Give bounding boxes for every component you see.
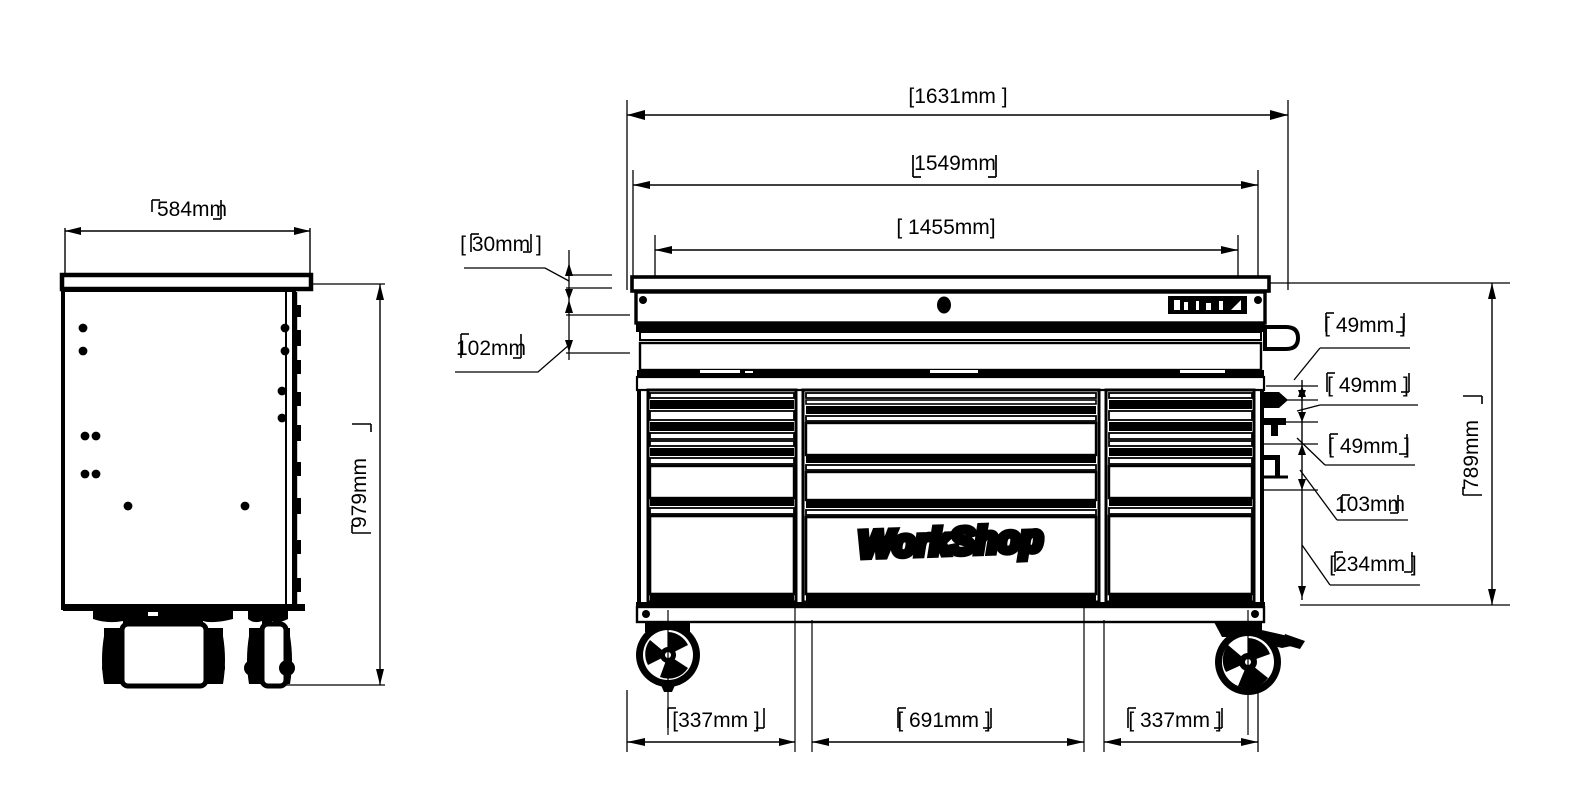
side-cabinet-body xyxy=(61,288,301,610)
front-elevation-view: WorkShop WorkShop xyxy=(630,275,1301,624)
right-bank-width-callout: [ 337mm ] xyxy=(1127,707,1223,732)
center-bank-width-callout: [ 691mm ] xyxy=(897,707,992,732)
fastener-dot xyxy=(280,346,290,356)
drawer-span-dimension: [ 1455mm] xyxy=(654,216,1239,290)
front-lid xyxy=(634,290,1267,325)
drawer-height-label-2: [ 49mm ] xyxy=(1327,374,1409,397)
side-worktop xyxy=(59,272,314,292)
cabinet-height-label: 789mm xyxy=(1460,420,1483,490)
side-bracket-details xyxy=(1264,392,1288,479)
body-width-label: 1549mm xyxy=(914,152,996,175)
caster-side-right xyxy=(244,610,295,689)
body-width-dimension: 1549mm xyxy=(632,152,1259,290)
side-height-dimension: 979mm xyxy=(283,283,385,686)
left-bank-width-callout: [337mm ] xyxy=(667,707,765,732)
fastener-dot xyxy=(639,296,647,304)
drawer-height-label-4: 103mm xyxy=(1335,493,1405,516)
side-handle xyxy=(1263,325,1301,351)
fastener-dot xyxy=(91,469,101,479)
front-top-dimensions: [1631mm ] 1549mm [ 1455mm] xyxy=(626,85,1289,290)
worktop-thickness-label: [ 30mm ] xyxy=(460,233,542,256)
right-drawer-bank xyxy=(1104,388,1256,604)
side-width-dimension: 584mm xyxy=(64,198,311,285)
fastener-dot xyxy=(240,501,250,511)
fastener-dot xyxy=(80,469,90,479)
drawer-height-callout-3: [ 49mm ] xyxy=(1296,433,1415,466)
fastener-dot xyxy=(78,346,88,356)
left-drawer-bank xyxy=(646,388,798,604)
drawer-height-callout-1: [ 49mm ] xyxy=(1293,312,1410,381)
fastener-dot xyxy=(277,413,287,423)
fastener-dot xyxy=(78,323,88,333)
drawer-span-label: [ 1455mm] xyxy=(896,216,995,239)
lid-knob xyxy=(937,296,951,314)
caster-front-left xyxy=(636,610,700,735)
fastener-dot xyxy=(1254,296,1262,304)
fastener-dot xyxy=(91,431,101,441)
fastener-dot xyxy=(1251,610,1259,618)
front-left-callouts: [ 30mm ] 102mm xyxy=(455,233,630,373)
fastener-dot xyxy=(80,431,90,441)
fastener-dot xyxy=(280,323,290,333)
drawer-height-callout-4: 103mm xyxy=(1299,469,1408,521)
right-bank-width-label: [ 337mm ] xyxy=(1128,709,1221,732)
front-right-callouts: [ 49mm ] [ 49mm ] [ 49mm ] xyxy=(1260,282,1510,606)
front-worktop xyxy=(630,275,1271,293)
drawer-height-label-3: [ 49mm ] xyxy=(1328,435,1410,458)
lid-height-callout: 102mm xyxy=(455,333,570,373)
side-elevation-view: 584mm 979mm xyxy=(59,198,385,689)
caster-front-right xyxy=(1214,610,1305,735)
fastener-dot xyxy=(123,501,133,511)
drawer-height-label-1: [ 49mm ] xyxy=(1324,314,1406,337)
fastener-dot xyxy=(642,610,650,618)
overall-width-label: [1631mm ] xyxy=(908,85,1007,108)
workshop-logo-text: WorkShop xyxy=(858,518,1044,565)
drawer-height-label-5: [234mm ] xyxy=(1329,553,1417,576)
fastener-dot xyxy=(277,386,287,396)
cabinet-height-dimension: 789mm xyxy=(1269,282,1510,606)
drawer-height-callout-5: [234mm ] xyxy=(1301,544,1420,586)
center-bank-width-label: [ 691mm ] xyxy=(897,709,990,732)
side-height-label: 979mm xyxy=(348,458,371,528)
lid-height-label: 102mm xyxy=(456,337,526,360)
caster-side-left xyxy=(93,610,233,689)
left-bank-width-label: [337mm ] xyxy=(672,709,760,732)
center-drawer-bank: WorkShop WorkShop xyxy=(801,388,1101,604)
overall-width-dimension: [1631mm ] xyxy=(626,85,1289,290)
side-base-rail xyxy=(63,604,305,611)
worktop-thickness-callout: [ 30mm ] xyxy=(460,233,570,282)
front-bottom-dimensions: [337mm ] [ 691mm ] [ 337mm ] xyxy=(626,600,1259,752)
workshop-logo-inner: WorkShop xyxy=(858,518,1044,565)
drawer-height-callout-2: [ 49mm ] xyxy=(1296,372,1418,412)
front-top-drawer xyxy=(635,323,1266,392)
side-width-label: 584mm xyxy=(157,198,227,221)
workshop-logo: WorkShop WorkShop xyxy=(854,515,1046,569)
